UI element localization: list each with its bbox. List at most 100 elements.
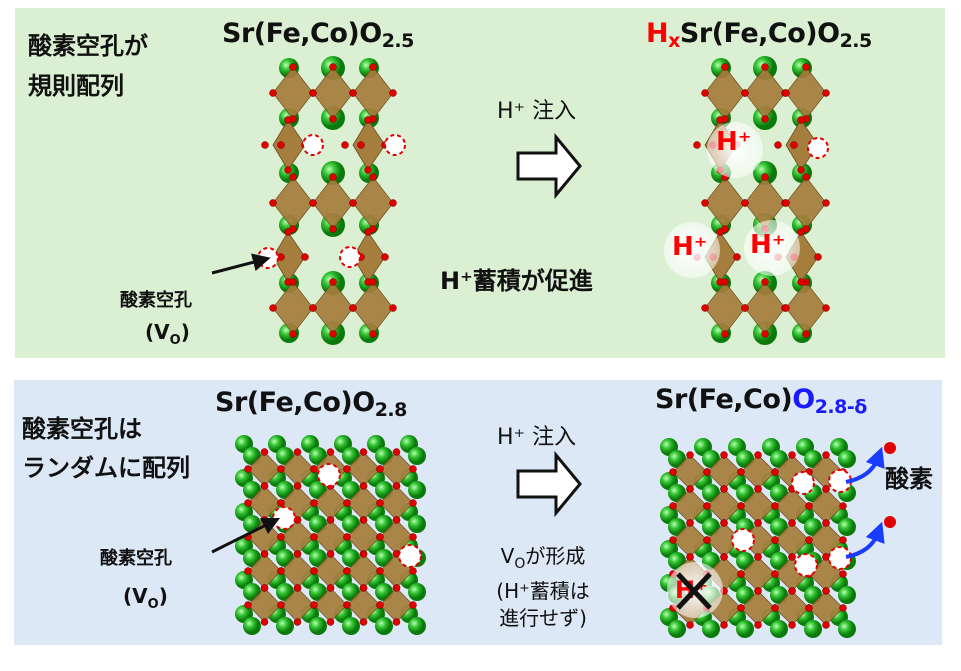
oxygen-atom — [720, 485, 728, 493]
oxygen-atom — [782, 304, 790, 312]
oxygen-atom — [244, 567, 252, 575]
vacancy-circle — [398, 544, 422, 568]
oxygen-atom — [293, 482, 302, 490]
oxygen-atom — [703, 502, 711, 510]
oxygen-atom — [814, 253, 822, 261]
oxygen-atom — [805, 604, 813, 612]
oxygen-atom — [310, 499, 318, 507]
oxygen-atom — [329, 330, 337, 338]
oxygen-atom — [754, 451, 762, 459]
oxygen-atom — [771, 502, 779, 510]
oxygen-atom — [326, 550, 335, 558]
vacancy-circle — [794, 553, 818, 577]
oxygen-atom — [359, 618, 368, 626]
octahedron — [785, 176, 827, 230]
oxygen-atom — [260, 448, 269, 456]
pointer-arrow — [211, 253, 271, 275]
right-arrow-icon — [516, 450, 582, 518]
octahedron — [312, 176, 354, 230]
ordered-label-line2: 規則配列 — [28, 72, 124, 100]
oxygen-atom — [409, 533, 417, 541]
oxygen-atom — [703, 468, 711, 476]
oxygen-atom — [277, 141, 285, 149]
sr-atom — [804, 620, 822, 638]
released-oxygen-atom — [884, 516, 896, 528]
formula-right-bottom: Sr(Fe,Co)O2.8-δ — [655, 384, 867, 418]
arrow-label-top: H⁺ 注入 — [497, 99, 577, 124]
oxygen-atom — [693, 141, 701, 149]
octahedron — [785, 66, 827, 120]
oxygen-atom — [261, 141, 269, 149]
oxygen-atom — [293, 448, 302, 456]
oxygen-atom — [359, 584, 368, 592]
oxygen-atom — [669, 536, 677, 544]
oxygen-atom — [686, 451, 694, 459]
oxygen-atom — [244, 465, 252, 473]
oxygen-atom — [788, 621, 796, 629]
oxygen-atom — [329, 225, 337, 233]
sr-atom — [753, 161, 777, 185]
oxygen-atom — [754, 485, 762, 493]
oxygen-atom — [310, 601, 318, 609]
oxygen-atom — [364, 116, 372, 124]
oxygen-atom — [737, 468, 745, 476]
sr-atom — [838, 518, 856, 536]
oxygen-atom — [733, 253, 741, 261]
oxygen-atom — [329, 278, 337, 286]
released-oxygen-atom — [884, 442, 896, 454]
oxygen-atom — [343, 533, 351, 541]
oxygen-atom — [716, 116, 724, 124]
vacancy-label-bottom: 酸素空孔 — [100, 548, 172, 569]
oxygen-atom — [284, 116, 292, 124]
result-line3: 進行せず) — [499, 606, 587, 630]
oxygen-atom — [260, 482, 269, 490]
oxygen-atom — [326, 618, 335, 626]
oxygen-atom — [343, 601, 351, 609]
oxygen-atom — [797, 278, 805, 286]
oxygen-atom — [790, 141, 798, 149]
oxygen-atom — [359, 550, 368, 558]
oxygen-atom — [701, 304, 709, 312]
oxygen-atom — [771, 604, 779, 612]
oxygen-atom — [720, 451, 728, 459]
sr-atom — [408, 447, 426, 465]
ordered-vacancy-panel — [15, 8, 945, 358]
octahedron — [312, 281, 354, 335]
sr-atom — [375, 617, 393, 635]
oxygen-atom — [301, 253, 309, 261]
oxygen-atom — [359, 448, 368, 456]
oxygen-atom — [822, 89, 830, 97]
oxygen-atom — [357, 141, 365, 149]
oxygen-atom — [389, 89, 397, 97]
octahedron — [744, 66, 786, 120]
ordered-label-line1: 酸素空孔が — [28, 32, 148, 60]
octahedron — [352, 66, 394, 120]
oxygen-atom — [822, 587, 830, 595]
oxygen-atom — [686, 553, 694, 561]
srfecoo25-structure — [257, 56, 406, 345]
oxygen-atom — [686, 519, 694, 527]
result-line2: (H⁺蓄積は — [496, 579, 590, 603]
oxygen-atom — [788, 587, 796, 595]
oxygen-atom — [392, 584, 401, 592]
formula-left-top: Sr(Fe,Co)O2.5 — [222, 18, 414, 52]
oxygen-atom — [341, 141, 349, 149]
octahedron — [704, 66, 746, 120]
oxygen-atom — [349, 89, 357, 97]
oxygen-atom — [720, 553, 728, 561]
oxygen-atom — [389, 304, 397, 312]
srfecoo28-delta-structure — [660, 438, 856, 638]
oxygen-atom — [701, 199, 709, 207]
oxygen-atom — [754, 587, 762, 595]
oxygen-atom — [369, 330, 377, 338]
oxygen-atom — [721, 63, 729, 71]
oxygen-atom — [409, 465, 417, 473]
oxygen-atom — [669, 468, 677, 476]
oxygen-atom — [289, 330, 297, 338]
oxygen-atom — [293, 584, 302, 592]
oxygen-atom — [277, 533, 285, 541]
oxygen-atom — [269, 304, 277, 312]
oxygen-atom — [329, 63, 337, 71]
oxygen-atom — [839, 536, 847, 544]
octahedron — [704, 281, 746, 335]
